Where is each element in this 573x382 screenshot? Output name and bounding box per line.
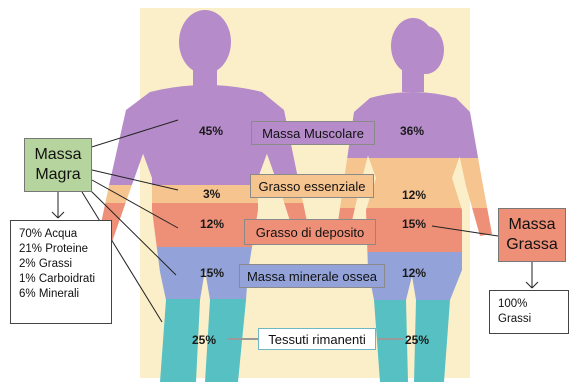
fat-mass-composition: 100% Grassi bbox=[489, 290, 569, 334]
lean-mass-composition: 70% Acqua 21% Proteine 2% Grassi 1% Carb… bbox=[10, 220, 112, 324]
female-bone-percent: 12% bbox=[402, 266, 426, 280]
male-essential-fat-percent: 3% bbox=[203, 187, 220, 201]
list-item: 21% Proteine bbox=[19, 242, 103, 257]
female-muscle-percent: 36% bbox=[400, 124, 424, 138]
fat-mass-box: Massa Grassa bbox=[498, 208, 566, 262]
fat-mass-title-line2: Grassa bbox=[506, 235, 558, 255]
lean-mass-box: Massa Magra bbox=[24, 138, 92, 192]
remaining-tissue-label: Tessuti rimanenti bbox=[258, 328, 376, 350]
female-storage-fat-percent: 15% bbox=[402, 217, 426, 231]
female-essential-fat-percent: 12% bbox=[402, 188, 426, 202]
fat-mass-title-line1: Massa bbox=[508, 215, 555, 235]
lean-mass-title-line2: Magra bbox=[35, 165, 80, 185]
male-bone-percent: 15% bbox=[200, 266, 224, 280]
male-storage-fat-percent: 12% bbox=[200, 217, 224, 231]
male-muscle-percent: 45% bbox=[199, 124, 223, 138]
list-item: 6% Minerali bbox=[19, 287, 103, 302]
list-item: 70% Acqua bbox=[19, 227, 103, 242]
lean-mass-title-line1: Massa bbox=[34, 145, 81, 165]
bone-mineral-mass-label: Massa minerale ossea bbox=[239, 264, 385, 288]
essential-fat-label: Grasso essenziale bbox=[250, 174, 374, 198]
female-remaining-percent: 25% bbox=[405, 333, 429, 347]
list-item: 100% Grassi bbox=[498, 297, 560, 327]
muscle-mass-label: Massa Muscolare bbox=[251, 121, 375, 145]
storage-fat-label: Grasso di deposito bbox=[244, 219, 376, 245]
list-item: 1% Carboidrati bbox=[19, 272, 103, 287]
male-remaining-percent: 25% bbox=[192, 333, 216, 347]
list-item: 2% Grassi bbox=[19, 257, 103, 272]
